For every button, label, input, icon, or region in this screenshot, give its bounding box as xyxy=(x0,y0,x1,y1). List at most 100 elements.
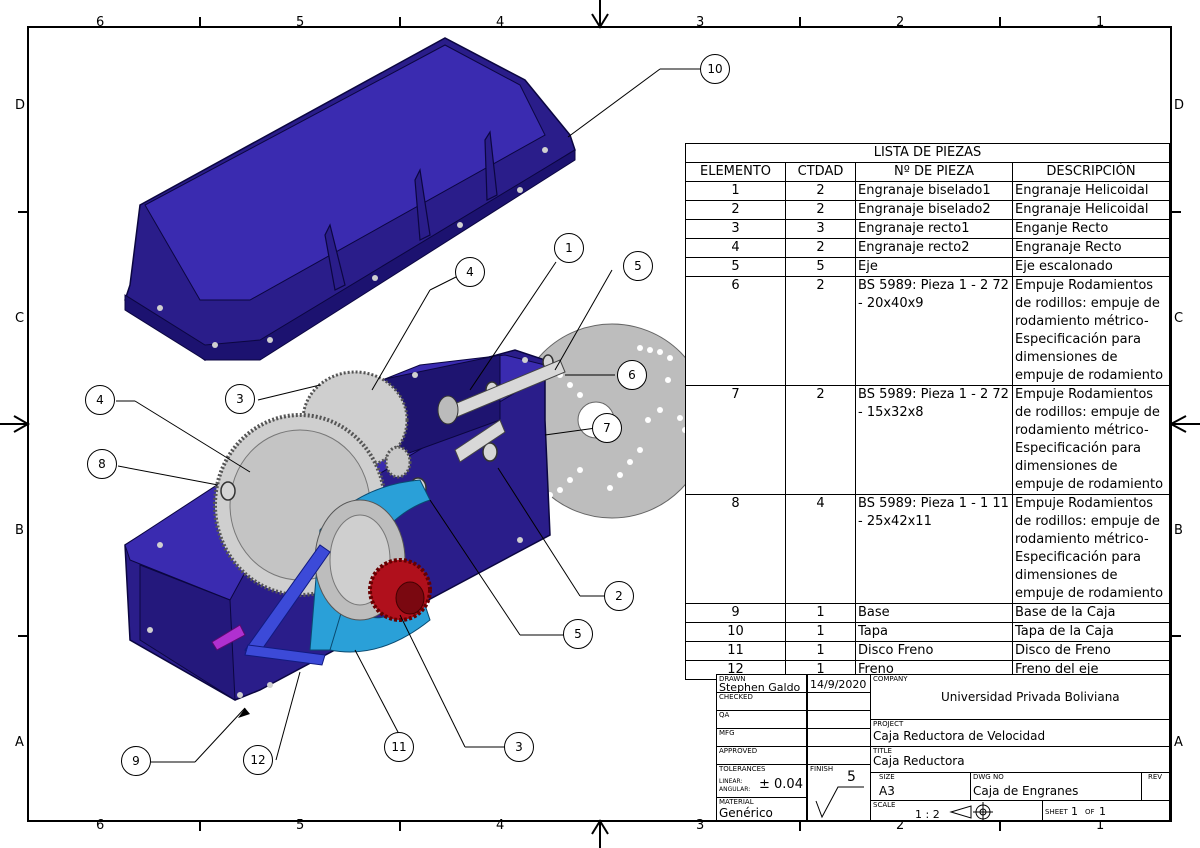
zone-col-6-bottom: 6 xyxy=(96,818,105,833)
sheet-label: SHEET xyxy=(1045,808,1068,816)
company-name: Universidad Privada Boliviana xyxy=(941,690,1120,704)
cell-part-number: BS 5989: Pieza 1 - 2 72 - 15x32x8 xyxy=(855,385,1013,495)
linear-label: LINEAR: xyxy=(719,778,743,785)
of-label: OF xyxy=(1085,808,1095,816)
tolerances-cell: TOLERANCES LINEAR: ANGULAR: ± 0.04 xyxy=(716,764,807,798)
balloon-item-4: 4 xyxy=(455,257,485,287)
angular-label: ANGULAR: xyxy=(719,786,751,793)
tolerances-label: TOLERANCES xyxy=(719,765,766,773)
cell-ctdad: 2 xyxy=(785,385,856,495)
zone-col-5-top: 5 xyxy=(296,15,305,30)
surface-finish-symbol xyxy=(815,786,864,819)
cell-part-number: BS 5989: Pieza 1 - 1 11 - 25x42x11 xyxy=(855,494,1013,604)
scale-label: SCALE xyxy=(873,801,896,809)
approved-label: APPROVED xyxy=(719,747,758,755)
title-cell: TITLE Caja Reductora xyxy=(870,746,1170,773)
cell-ctdad: 2 xyxy=(785,200,856,220)
header-part-number: Nº DE PIEZA xyxy=(855,162,1013,182)
balloon-item-7: 4 xyxy=(85,385,115,415)
cell-elemento: 1 xyxy=(685,181,786,201)
lid-illustration xyxy=(124,37,576,361)
cell-description: Engranaje Helicoidal xyxy=(1012,200,1170,220)
balloon-item-14: 11 xyxy=(384,732,414,762)
shaft-illustration xyxy=(437,359,566,463)
cell-elemento: 4 xyxy=(685,238,786,258)
zone-row-c-left: C xyxy=(15,311,25,326)
rev-cell: REV xyxy=(1141,772,1170,801)
cell-ctdad: 2 xyxy=(785,238,856,258)
zone-col-4-top: 4 xyxy=(496,15,505,30)
project-name: Caja Reductora de Velocidad xyxy=(873,729,1046,743)
cell-elemento: 8 xyxy=(685,494,786,604)
balloon-item-12: 9 xyxy=(121,746,151,776)
company-label: COMPANY xyxy=(873,675,908,683)
balloon-item-6: 3 xyxy=(225,384,255,414)
leader-arrowheads xyxy=(238,708,250,718)
cell-elemento: 5 xyxy=(685,257,786,277)
zone-col-1-bottom: 1 xyxy=(1096,818,1105,833)
zone-row-b-right: B xyxy=(1174,523,1183,538)
drawn-name: Stephen Galdo xyxy=(719,681,801,694)
cell-description: Tapa de la Caja xyxy=(1012,622,1170,642)
sheet-cell: SHEET 1 OF 1 xyxy=(1042,800,1170,821)
cell-ctdad: 5 xyxy=(785,257,856,277)
dwg-no-value: Caja de Engranes xyxy=(973,784,1079,798)
tolerance-value: ± 0.04 xyxy=(759,777,803,792)
dwg-no-cell: DWG NO Caja de Engranes xyxy=(970,772,1142,801)
cell-elemento: 10 xyxy=(685,622,786,642)
zone-row-c-right: C xyxy=(1174,311,1184,326)
zone-row-d-left: D xyxy=(15,98,26,113)
qa-date-cell xyxy=(807,710,871,729)
balloon-item-15: 3 xyxy=(504,732,534,762)
balloon-item-1: 10 xyxy=(700,54,730,84)
cell-elemento: 6 xyxy=(685,276,786,386)
drawn-date-cell: 14/9/2020 xyxy=(807,674,871,693)
cell-part-number: Disco Freno xyxy=(855,641,1013,661)
cell-ctdad: 1 xyxy=(785,603,856,623)
size-label: SIZE xyxy=(879,773,895,781)
pinion-gear-illustration xyxy=(368,558,432,622)
brake-lever-illustration xyxy=(211,544,331,666)
zone-col-4-bottom: 4 xyxy=(496,818,505,833)
mfg-label: MFG xyxy=(719,729,735,737)
cell-ctdad: 2 xyxy=(785,181,856,201)
leader-lines xyxy=(116,68,700,763)
cell-elemento: 11 xyxy=(685,641,786,661)
qa-label: QA xyxy=(719,711,730,719)
header-elemento: ELEMENTO xyxy=(685,162,786,182)
material-value: Genérico xyxy=(719,806,773,820)
projection-symbol xyxy=(949,802,993,822)
dwg-no-label: DWG NO xyxy=(973,773,1004,781)
cell-part-number: BS 5989: Pieza 1 - 2 72 - 20x40x9 xyxy=(855,276,1013,386)
zone-col-6-top: 6 xyxy=(96,15,105,30)
scale-cell: SCALE 1 : 2 xyxy=(870,800,1043,822)
zone-col-2-bottom: 2 xyxy=(896,818,905,833)
header-ctdad: CTDAD xyxy=(785,162,856,182)
cell-part-number: Engranaje biselado2 xyxy=(855,200,1013,220)
cell-description: Empuje Rodamientos de rodillos: empuje d… xyxy=(1012,494,1170,604)
zone-col-3-top: 3 xyxy=(696,15,705,30)
cell-description: Engranaje Recto xyxy=(1012,238,1170,258)
balloon-item-9: 8 xyxy=(87,449,117,479)
cell-part-number: Eje xyxy=(855,257,1013,277)
cell-ctdad: 2 xyxy=(785,276,856,386)
cell-ctdad: 1 xyxy=(785,641,856,661)
checked-date-cell xyxy=(807,692,871,711)
size-value: A3 xyxy=(879,784,895,798)
scale-value: 1 : 2 xyxy=(915,808,940,821)
cell-description: Engranaje Helicoidal xyxy=(1012,181,1170,201)
header-description: DESCRIPCIÓN xyxy=(1012,162,1170,182)
parts-list-table: LISTA DE PIEZAS ELEMENTO CTDAD Nº DE PIE… xyxy=(685,143,1170,680)
cell-description: Empuje Rodamientos de rodillos: empuje d… xyxy=(1012,276,1170,386)
checked-cell: CHECKED xyxy=(716,692,807,711)
cell-description: Disco de Freno xyxy=(1012,641,1170,661)
drawn-label: DRAWN xyxy=(719,675,746,683)
